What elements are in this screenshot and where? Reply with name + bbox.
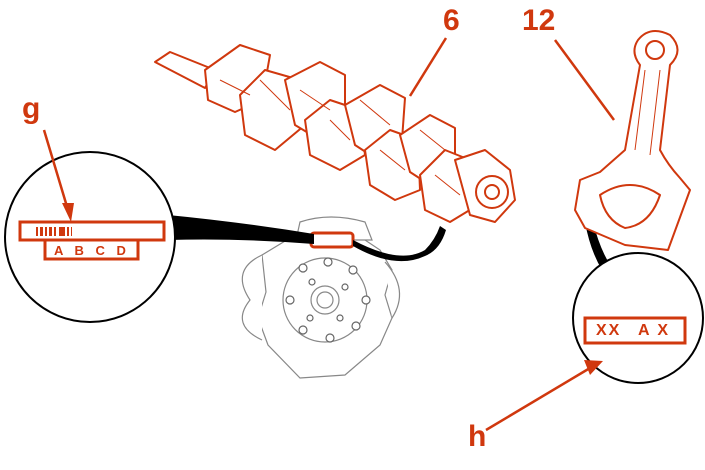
arrowhead-h [584,360,603,375]
crank-code-box [43,238,140,261]
leader-g [42,129,70,211]
engine-block [241,216,401,379]
leader-h [485,366,591,432]
callout-crank-mark: g [22,92,41,125]
arrowhead-g [62,203,74,222]
connecting-rod [574,30,691,251]
rod-code-right: A X [638,322,671,339]
rod-mark-band [585,222,612,270]
rod-code-left: XX [596,322,622,339]
leader-12 [553,39,616,121]
crankshaft-code: A B C D [54,243,130,258]
engine-to-crank-band [353,226,446,262]
callout-rod-mark: h [468,420,487,453]
crank-mark-band [168,215,314,244]
barcode [36,227,72,236]
leader-6 [408,37,448,97]
callout-connecting-rod: 12 [522,4,556,37]
rod-code-box [583,316,687,345]
engine-mark-highlight [309,231,355,249]
crankshaft [154,44,516,223]
callout-crankshaft: 6 [443,4,460,37]
